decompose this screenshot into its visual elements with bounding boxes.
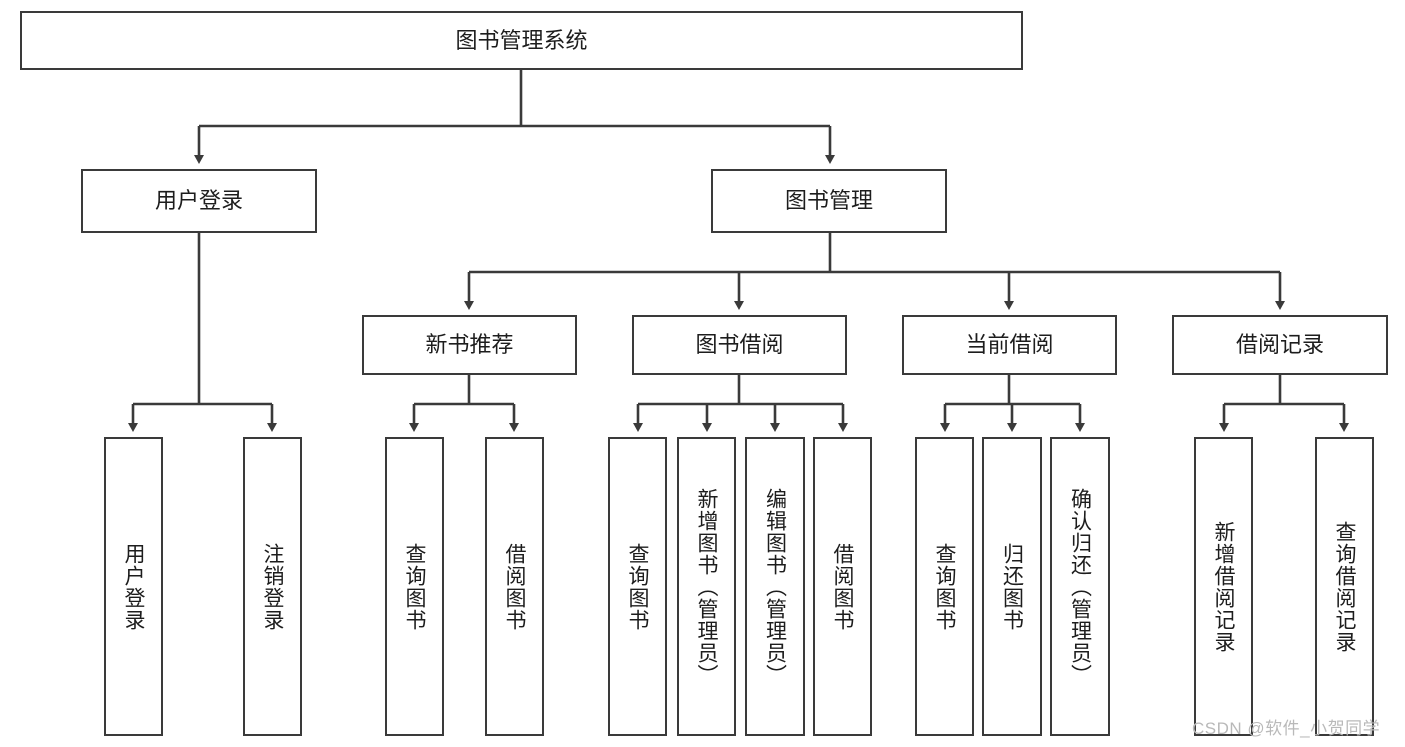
leaf-edit-book-admin[interactable]: 编辑图书（管理员） [745, 437, 805, 736]
node-book-manage[interactable]: 图书管理 [711, 169, 947, 233]
leaf-user-login-label: 用户登录 [122, 542, 146, 631]
node-root-book-management-system[interactable]: 图书管理系统 [20, 11, 1023, 70]
node-current-borrow-label: 当前借阅 [965, 332, 1054, 358]
leaf-borrow-book-2[interactable]: 借阅图书 [813, 437, 872, 736]
node-book-borrow-label: 图书借阅 [695, 332, 784, 358]
leaf-query-book-3[interactable]: 查询图书 [915, 437, 974, 736]
leaf-query-borrow-record[interactable]: 查询借阅记录 [1315, 437, 1374, 736]
node-user-login[interactable]: 用户登录 [81, 169, 317, 233]
node-user-login-label: 用户登录 [154, 188, 243, 214]
node-borrow-record[interactable]: 借阅记录 [1172, 315, 1388, 375]
leaf-confirm-return-admin-label: 确认归还（管理员） [1068, 487, 1092, 686]
leaf-borrow-book-2-label: 借阅图书 [831, 542, 855, 631]
node-book-manage-label: 图书管理 [784, 188, 873, 214]
leaf-logout-label: 注销登录 [261, 542, 285, 631]
leaf-query-book-2[interactable]: 查询图书 [608, 437, 667, 736]
leaf-return-book[interactable]: 归还图书 [982, 437, 1042, 736]
leaf-add-book-admin-label: 新增图书（管理员） [695, 487, 719, 686]
node-root-label: 图书管理系统 [455, 27, 588, 53]
leaf-query-book-1-label: 查询图书 [403, 542, 427, 631]
leaf-query-book-3-label: 查询图书 [933, 542, 957, 631]
leaf-query-book-2-label: 查询图书 [626, 542, 650, 631]
csdn-watermark: CSDN @软件_小贺同学 [1192, 719, 1381, 738]
leaf-return-book-label: 归还图书 [1000, 542, 1024, 631]
node-new-book-recommend[interactable]: 新书推荐 [362, 315, 577, 375]
leaf-add-book-admin[interactable]: 新增图书（管理员） [677, 437, 736, 736]
node-current-borrow[interactable]: 当前借阅 [902, 315, 1117, 375]
leaf-edit-book-admin-label: 编辑图书（管理员） [763, 487, 787, 686]
leaf-user-login[interactable]: 用户登录 [104, 437, 163, 736]
leaf-add-borrow-record-label: 新增借阅记录 [1212, 520, 1236, 653]
node-borrow-record-label: 借阅记录 [1235, 332, 1324, 358]
leaf-add-borrow-record[interactable]: 新增借阅记录 [1194, 437, 1253, 736]
leaf-query-book-1[interactable]: 查询图书 [385, 437, 444, 736]
leaf-confirm-return-admin[interactable]: 确认归还（管理员） [1050, 437, 1110, 736]
node-book-borrow[interactable]: 图书借阅 [632, 315, 847, 375]
leaf-borrow-book-1-label: 借阅图书 [503, 542, 527, 631]
leaf-logout[interactable]: 注销登录 [243, 437, 302, 736]
node-new-book-recommend-label: 新书推荐 [425, 332, 514, 358]
leaf-query-borrow-record-label: 查询借阅记录 [1333, 520, 1357, 653]
leaf-borrow-book-1[interactable]: 借阅图书 [485, 437, 544, 736]
